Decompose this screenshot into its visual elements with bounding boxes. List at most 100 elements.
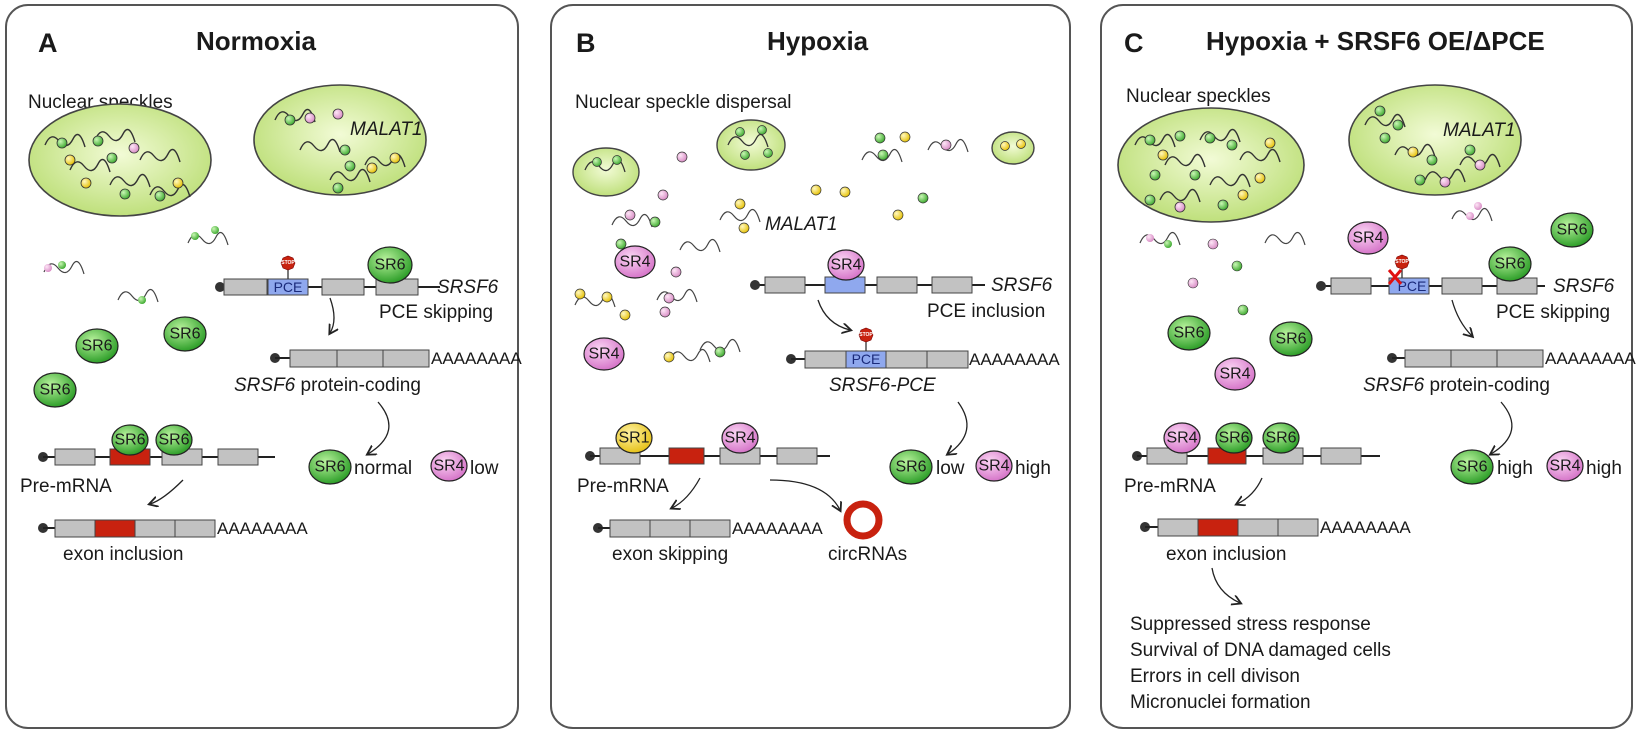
svg-text:SR6: SR6 — [158, 432, 189, 449]
speckle-c-left — [1117, 107, 1305, 223]
svg-text:SR6: SR6 — [114, 432, 145, 449]
svg-text:SR6: SR6 — [1265, 430, 1296, 447]
exon-skipping-label: exon skipping — [612, 544, 728, 565]
sr6-bubble: SR6 — [1167, 315, 1211, 351]
sr4-bubble: SR4 — [1347, 221, 1389, 255]
srsf6-mrna-a: AAAAAAAA — [270, 349, 522, 368]
sr6-bubble: SR6 — [1269, 321, 1313, 357]
outcome-item: Errors in cell divison — [1130, 666, 1300, 687]
sr6-bubble: SR6 — [163, 316, 207, 352]
svg-text:SR4: SR4 — [978, 458, 1009, 475]
svg-text:SR1: SR1 — [618, 430, 649, 447]
srsf6-gene-c: PCE STOP SR6 — [1316, 246, 1545, 295]
exon-inclusion-label-a: exon inclusion — [63, 544, 183, 565]
srsf6-protein-coding-a: SRSF6 protein-coding — [234, 375, 421, 396]
mrna-skipping-b: AAAAAAAA — [593, 519, 823, 538]
svg-text:SR6: SR6 — [169, 326, 200, 343]
svg-text:STOP: STOP — [281, 260, 295, 266]
pre-mrna-a: SR6 SR6 — [38, 424, 275, 466]
srsf6-mrna-c: AAAAAAAA — [1387, 349, 1636, 368]
svg-text:SR6: SR6 — [314, 459, 345, 476]
mrna-inclusion-c: AAAAAAAA — [1140, 518, 1411, 537]
pce-skipping-label-c: PCE skipping — [1496, 302, 1610, 323]
svg-text:AAAAAAAA: AAAAAAAA — [969, 350, 1060, 369]
srsf6-pce-mrna-b: PCE STOP AAAAAAAA — [786, 327, 1060, 369]
sr6-bubble: SR6 — [33, 372, 77, 408]
sr6-level-b: SR6 — [889, 449, 933, 485]
mrna-inclusion-a: AAAAAAAA — [38, 519, 308, 538]
svg-text:SR6: SR6 — [1556, 222, 1587, 239]
sr6-level-normal: normal — [354, 458, 412, 479]
svg-text:SR4: SR4 — [1219, 366, 1250, 383]
small-speckles-b — [572, 119, 1035, 197]
svg-text:SR6: SR6 — [1275, 331, 1306, 348]
svg-text:AAAAAAAA: AAAAAAAA — [1545, 349, 1636, 368]
svg-text:SR4: SR4 — [433, 458, 464, 475]
svg-text:SR4: SR4 — [1549, 458, 1580, 475]
svg-text:SR6: SR6 — [81, 338, 112, 355]
free-rna-c — [1139, 202, 1493, 316]
svg-text:PCE: PCE — [274, 279, 303, 295]
svg-text:SR4: SR4 — [724, 430, 755, 447]
svg-text:SR6: SR6 — [895, 459, 926, 476]
malat1-label-a: MALAT1 — [350, 119, 423, 140]
outcome-item: Suppressed stress response — [1130, 614, 1371, 635]
circrna-icon — [843, 500, 883, 540]
svg-text:SR4: SR4 — [1166, 430, 1197, 447]
deletion-x-icon — [1387, 269, 1403, 285]
pre-mrna-b: SR1 SR4 — [585, 422, 830, 465]
srsf6-gene-b: SR4 — [750, 249, 985, 294]
panel-a-title: Normoxia — [196, 26, 316, 56]
svg-text:SR6: SR6 — [1173, 325, 1204, 342]
svg-text:SR6: SR6 — [1456, 459, 1487, 476]
exon-inclusion-label-c: exon inclusion — [1166, 544, 1286, 565]
svg-text:SR4: SR4 — [1352, 230, 1383, 247]
circrnas-label: circRNAs — [828, 544, 907, 565]
nuclear-speckles-label-c: Nuclear speckles — [1126, 86, 1271, 107]
dispersed-rna-b — [574, 131, 969, 363]
sr6-level-c: SR6 — [1450, 449, 1494, 485]
srsf6-label-c: SRSF6 — [1553, 276, 1615, 297]
panel-c-letter: C — [1124, 28, 1144, 58]
srsf6-pce-label: SRSF6-PCE — [829, 375, 936, 396]
svg-text:PCE: PCE — [1398, 278, 1427, 294]
pce-skipping-label-a: PCE skipping — [379, 302, 493, 323]
sr4-level-high-b: high — [1015, 458, 1051, 479]
sr4-level-high-c: high — [1586, 458, 1622, 479]
panel-b-letter: B — [576, 28, 596, 58]
sr4-bubble: SR4 — [583, 337, 625, 371]
svg-text:SR4: SR4 — [830, 257, 861, 274]
speckle-c-right — [1348, 84, 1522, 196]
free-rna-a — [43, 226, 229, 304]
outcome-item: Micronuclei formation — [1130, 692, 1311, 713]
pce-inclusion-label: PCE inclusion — [927, 301, 1045, 322]
svg-text:STOP: STOP — [1395, 259, 1409, 265]
sr4-bubble: SR4 — [614, 245, 656, 279]
sr4-level-b: SR4 — [975, 450, 1013, 482]
pre-mrna-label-c: Pre-mRNA — [1124, 476, 1216, 497]
svg-text:PCE: PCE — [852, 351, 881, 367]
malat1-label-b: MALAT1 — [765, 214, 838, 235]
sr6-bubble: SR6 — [75, 328, 119, 364]
outcome-item: Survival of DNA damaged cells — [1130, 640, 1391, 661]
srsf6-protein-coding-c: SRSF6 protein-coding — [1363, 375, 1550, 396]
svg-text:STOP: STOP — [859, 332, 873, 338]
speckle-a-left — [28, 103, 212, 217]
panel-a-letter: A — [38, 28, 58, 58]
srsf6-label-a: SRSF6 — [437, 277, 499, 298]
svg-text:AAAAAAAA: AAAAAAAA — [1320, 518, 1411, 537]
svg-text:AAAAAAAA: AAAAAAAA — [732, 519, 823, 538]
svg-text:AAAAAAAA: AAAAAAAA — [217, 519, 308, 538]
svg-text:SR6: SR6 — [374, 257, 405, 274]
svg-text:SR6: SR6 — [1218, 430, 1249, 447]
svg-text:SR6: SR6 — [39, 382, 70, 399]
sr6-bubble: SR6 — [1550, 212, 1594, 248]
sr4-level-c: SR4 — [1546, 450, 1584, 482]
sr4-level-a: SR4 — [430, 450, 468, 482]
panel-b-title: Hypoxia — [767, 26, 869, 56]
svg-text:AAAAAAAA: AAAAAAAA — [431, 349, 522, 368]
sr6-level-a: SR6 — [308, 449, 352, 485]
sr4-bubble: SR4 — [1214, 357, 1256, 391]
